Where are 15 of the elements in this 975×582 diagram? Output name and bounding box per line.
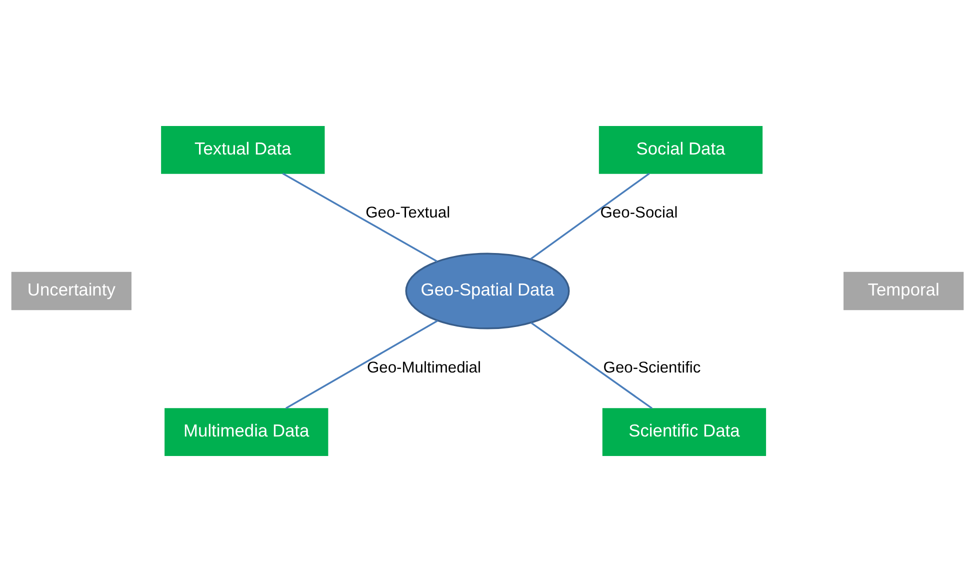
edge-label: Geo-Social (600, 204, 678, 222)
connector (530, 172, 650, 260)
node-box: Multimedia Data (164, 408, 328, 456)
node-box: Textual Data (161, 126, 325, 174)
edge-label: Geo-Scientific (603, 359, 701, 376)
node-box: Uncertainty (11, 272, 132, 310)
node-box: Social Data (598, 126, 763, 174)
connector (282, 172, 438, 262)
node-box: Temporal (844, 272, 964, 310)
node-ellipse: Geo-Spatial Data (405, 252, 570, 330)
connector (530, 322, 652, 410)
edge-label: Geo-Textual (366, 204, 450, 222)
connector (286, 320, 438, 410)
edge-label: Geo-Multimedial (366, 359, 481, 376)
node-box: Scientific Data (602, 408, 766, 456)
